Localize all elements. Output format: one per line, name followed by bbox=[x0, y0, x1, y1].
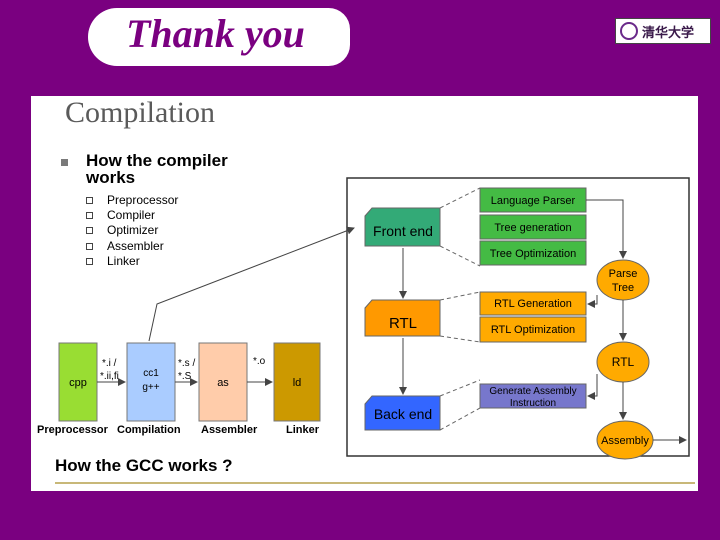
checkbox-bullet-icon bbox=[86, 243, 93, 251]
parse-label: Parse bbox=[609, 268, 638, 280]
tree-label: Tree bbox=[612, 282, 634, 294]
list-item: Preprocessor bbox=[86, 193, 178, 207]
university-logo: 清华大学 bbox=[615, 18, 711, 44]
ext-s-label: *.s / bbox=[178, 358, 195, 369]
dashed-connector bbox=[439, 335, 481, 343]
rtl-generation-label: RTL Generation bbox=[494, 298, 572, 310]
as-box bbox=[198, 342, 248, 422]
gcc-diagram: cpp cc1 g++ as ld *.i / *.ii,fi *.s / *.… bbox=[37, 177, 690, 460]
tree-optimization-box bbox=[479, 240, 587, 266]
front-end-label: Front end bbox=[373, 223, 433, 239]
slide-header-title: Thank you bbox=[126, 11, 305, 56]
dashed-connector bbox=[439, 245, 481, 267]
list-item: Linker bbox=[86, 254, 140, 268]
assembly-label: Assembly bbox=[601, 435, 649, 447]
ext-ii-label: *.ii,fi bbox=[100, 371, 119, 382]
checkbox-bullet-icon bbox=[86, 227, 93, 235]
page-title: Compilation bbox=[65, 96, 215, 129]
bullet-icon bbox=[61, 159, 68, 166]
rtl-stage-label: RTL bbox=[389, 315, 417, 332]
caption-underline bbox=[55, 482, 695, 484]
lead-bullet: How the compiler works bbox=[86, 151, 228, 187]
ld-label: ld bbox=[293, 377, 302, 389]
rtl-generation-box bbox=[479, 291, 587, 316]
tree-generation-label: Tree generation bbox=[494, 222, 571, 234]
checkbox-bullet-icon bbox=[86, 197, 93, 205]
rtl-oval-label: RTL bbox=[612, 355, 635, 369]
rtl-stage-box bbox=[364, 299, 441, 337]
generate-assembly-box bbox=[479, 383, 587, 409]
front-end-box bbox=[364, 207, 441, 247]
diagram-caption: How the GCC works ? bbox=[55, 456, 233, 475]
as-label: as bbox=[217, 377, 229, 389]
stage-label: Linker bbox=[286, 424, 320, 436]
cc1-label: cc1 bbox=[143, 368, 159, 379]
instruction-label: Instruction bbox=[510, 398, 556, 409]
checkbox-bullet-icon bbox=[86, 258, 93, 266]
list-item: Optimizer bbox=[86, 223, 158, 237]
rtl-optimization-box bbox=[479, 316, 587, 343]
arrow bbox=[148, 226, 355, 342]
back-end-label: Back end bbox=[374, 406, 432, 422]
cc1-box bbox=[126, 342, 176, 422]
compiler-frame bbox=[346, 177, 690, 457]
language-parser-label: Language Parser bbox=[491, 195, 576, 207]
stage-label: Assembler bbox=[201, 424, 258, 436]
list-item: Assembler bbox=[86, 239, 164, 253]
ext-i-label: *.i / bbox=[102, 358, 117, 369]
cpp-box bbox=[58, 342, 98, 422]
arrow bbox=[587, 374, 598, 400]
arrow bbox=[587, 295, 598, 308]
stage-label: Compilation bbox=[117, 424, 181, 436]
logo-text: 清华大学 bbox=[642, 25, 695, 41]
parse-tree-oval bbox=[596, 259, 650, 301]
cpp-label: cpp bbox=[69, 377, 87, 389]
generate-assembly-label: Generate Assembly bbox=[489, 386, 576, 397]
language-parser-box bbox=[479, 187, 587, 213]
seal-icon bbox=[620, 22, 638, 40]
slide-content: Compilation How the compiler works Prepr… bbox=[31, 96, 698, 491]
list-item: Compiler bbox=[86, 208, 155, 222]
gpp-label: g++ bbox=[142, 382, 159, 393]
dashed-connector bbox=[439, 379, 481, 397]
stage-label: Preprocessor bbox=[37, 424, 109, 436]
arrow bbox=[586, 199, 627, 259]
checkbox-bullet-icon bbox=[86, 212, 93, 220]
dashed-connector bbox=[439, 407, 481, 431]
tree-generation-box bbox=[479, 214, 587, 240]
tree-optimization-label: Tree Optimization bbox=[490, 248, 576, 260]
ext-o-label: *.o bbox=[253, 356, 266, 367]
rtl-optimization-label: RTL Optimization bbox=[491, 324, 575, 336]
ext-S-label: *.S bbox=[178, 371, 192, 382]
dashed-connector bbox=[439, 291, 481, 301]
title-tab bbox=[88, 8, 350, 66]
back-end-box bbox=[364, 395, 441, 431]
ld-box bbox=[273, 342, 321, 422]
dashed-connector bbox=[439, 187, 481, 209]
